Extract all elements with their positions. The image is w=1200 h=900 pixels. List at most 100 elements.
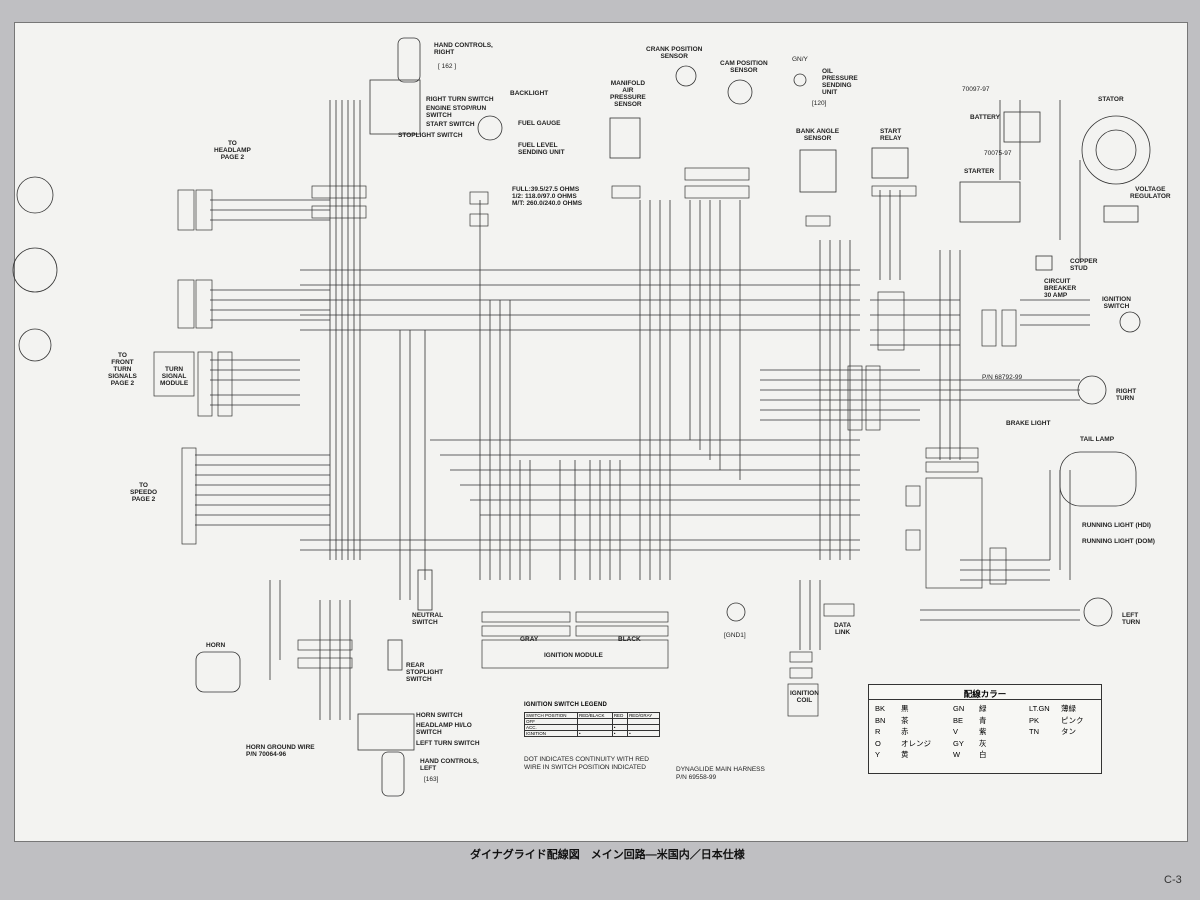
label-crank: CRANK POSITION SENSOR: [646, 46, 703, 60]
label-stator: STATOR: [1098, 96, 1124, 103]
label-fuel-values: FULL:39.5/27.5 OHMS 1/2: 118.0/97.0 OHMS…: [512, 186, 583, 207]
label-left-turn-switch: LEFT TURN SWITCH: [416, 740, 480, 747]
label-horn-ground: HORN GROUND WIRE P/N 70064-96: [246, 744, 315, 758]
harness-label: DYNAGLIDE MAIN HARNESS P/N 69558-99: [676, 766, 765, 781]
label-copper-stud: COPPER STUD: [1070, 258, 1098, 272]
label-battery-pn2: 70075-97: [984, 150, 1012, 157]
label-data-link: DATA LINK: [834, 622, 852, 636]
connector-93b: [989, 547, 1007, 585]
legend-row-ignition: IGNITION: [523, 730, 579, 737]
voltage-regulator-icon: [1103, 205, 1139, 223]
right-switch-housing-icon: [369, 79, 421, 135]
ignition-module: [481, 639, 669, 669]
connector-13a: [469, 213, 489, 227]
circuit-breaker-icon: [1035, 255, 1053, 271]
label-starter: STARTER: [964, 168, 995, 175]
label-running-hdi: RUNNING LIGHT (HDI): [1082, 522, 1151, 529]
label-ref-120: [120]: [812, 100, 827, 107]
label-ignition-module: IGNITION MODULE: [544, 652, 603, 659]
connector-136b: [684, 185, 750, 199]
connector-31a: [195, 279, 213, 329]
connector-30a: [197, 351, 213, 417]
starter-icon: [959, 181, 1021, 223]
label-hand-controls-left: HAND CONTROLS, LEFT: [420, 758, 479, 772]
label-oil: OIL PRESSURE SENDING UNIT: [822, 68, 858, 96]
turn-signal-module: [153, 351, 195, 397]
label-gray: GRAY: [520, 636, 539, 643]
relay-block-64: [877, 291, 905, 351]
battery-icon: [1003, 111, 1041, 143]
label-ref-163: [163]: [424, 776, 439, 783]
left-switch-housing-icon: [357, 713, 415, 751]
label-ignition-switch: IGNITION SWITCH: [1102, 296, 1131, 310]
connector-24b: [297, 657, 353, 669]
label-to-front-turn: TO FRONT TURN SIGNALS PAGE 2: [108, 352, 137, 387]
left-turn-lamp-icon: [1083, 597, 1113, 627]
connector-11a: [481, 625, 571, 637]
connector-94a: [925, 461, 979, 473]
map-sensor-icon: [609, 117, 641, 159]
legend-title: 配線カラー: [963, 689, 1007, 699]
label-left-turn: LEFT TURN: [1122, 612, 1141, 626]
connector-134b: [805, 215, 831, 227]
connector-83a: [789, 667, 813, 679]
left-grip-icon: [381, 751, 405, 797]
cam-sensor-icon: [727, 79, 753, 105]
connector-7b: [865, 365, 881, 431]
headlamp-icon: [16, 176, 54, 214]
ignition-coil: [787, 683, 819, 717]
label-circuit-breaker: CIRCUIT BREAKER 30 AMP: [1044, 278, 1077, 299]
connector-blocks: [153, 167, 1017, 717]
headlamp-low-icon: [12, 247, 58, 293]
ground-icon: [726, 602, 746, 622]
ignition-switch-icon: [1119, 311, 1141, 333]
connector-80b: [611, 185, 641, 199]
label-right-turn-switch: RIGHT TURN SWITCH: [426, 96, 494, 103]
page-code: C-3: [1164, 874, 1182, 886]
connector-20a: [181, 447, 197, 545]
label-cam: CAM POSITION SENSOR: [720, 60, 768, 74]
label-bank-angle: BANK ANGLE SENSOR: [796, 128, 840, 142]
label-gnd1: [GND1]: [724, 632, 746, 639]
connector-91a: [823, 603, 855, 617]
label-voltage-regulator: VOLTAGE REGULATOR: [1130, 186, 1171, 200]
ignition-switch-legend: IGNITION SWITCH LEGEND SWITCH POSITION R…: [523, 702, 660, 737]
connector-31b: [177, 279, 195, 329]
label-hand-controls-right: HAND CONTROLS, RIGHT: [434, 42, 493, 56]
connector-22a: [311, 205, 367, 219]
label-to-headlamp: TO HEADLAMP PAGE 2: [214, 140, 251, 161]
connector-10b: [575, 611, 669, 623]
oil-pressure-icon: [793, 73, 807, 87]
connector-33a: [981, 309, 997, 347]
crank-sensor-icon: [675, 65, 697, 87]
fuel-gauge-icon: [477, 115, 503, 141]
label-turn-signal-module: TURN SIGNAL MODULE: [160, 366, 189, 387]
right-grip-icon: [397, 37, 421, 83]
label-pn-68792: P/N 68792-99: [982, 374, 1023, 381]
connector-13b: [469, 191, 489, 205]
label-right-turn: RIGHT TURN: [1116, 388, 1137, 402]
label-horn-switch: HORN SWITCH: [416, 712, 463, 719]
connector-19b: [905, 485, 921, 507]
connector-136a: [684, 167, 750, 181]
neutral-switch-icon: [417, 569, 433, 611]
connector-123a: [871, 185, 917, 197]
label-neutral: NEUTRAL SWITCH: [412, 612, 444, 626]
label-brake-light: BRAKE LIGHT: [1006, 420, 1051, 427]
harness-lines: [195, 100, 1090, 720]
connector-30b: [217, 351, 233, 417]
bank-angle-icon: [799, 149, 837, 193]
label-rear-stoplight: REAR STOPLIGHT SWITCH: [406, 662, 444, 683]
ignition-legend-title: IGNITION SWITCH LEGEND: [524, 702, 608, 708]
connector-83b: [789, 651, 813, 663]
label-start-switch: START SWITCH: [426, 121, 475, 128]
ignition-legend-table: SWITCH POSITION RED/BLACK RED RED/GRAY O…: [523, 712, 660, 737]
right-turn-lamp-icon: [1077, 375, 1107, 405]
connector-22b: [311, 185, 367, 199]
components: [12, 37, 1151, 797]
label-black: BLACK: [618, 636, 641, 643]
